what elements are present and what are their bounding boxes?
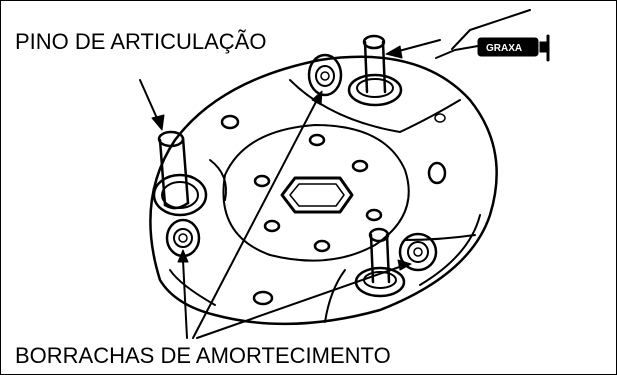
bolt-hole xyxy=(365,208,383,222)
bolt-hole xyxy=(308,133,326,147)
center-boss xyxy=(222,124,410,262)
hub-plate-inner-edge xyxy=(169,269,216,306)
hub-plate-outline xyxy=(149,55,498,326)
bolt-hole xyxy=(253,174,271,188)
pivot-pin-right xyxy=(354,227,406,298)
damper-rubber xyxy=(307,53,343,97)
pivot-pin-label: PINO DE ARTICULAÇÃO xyxy=(15,29,267,54)
center-slot xyxy=(280,176,354,214)
bolt-hole xyxy=(263,219,281,233)
pivot-pin-left xyxy=(152,130,208,217)
outer-hole xyxy=(220,114,240,130)
outer-hole xyxy=(252,290,274,306)
damper-leaders xyxy=(182,97,406,339)
grease-gun-icon: GRAXA xyxy=(435,9,550,62)
damper-rubber xyxy=(398,232,438,272)
grease-label: GRAXA xyxy=(486,43,522,54)
outer-hole xyxy=(434,113,446,123)
outer-hole xyxy=(427,161,447,185)
bolt-hole xyxy=(313,239,331,253)
grease-leader xyxy=(394,39,441,53)
damper-rubbers-label: BORRACHAS DE AMORTECIMENTO xyxy=(15,343,391,368)
bolt-hole xyxy=(351,159,369,173)
pivot-pin-top xyxy=(347,34,403,107)
